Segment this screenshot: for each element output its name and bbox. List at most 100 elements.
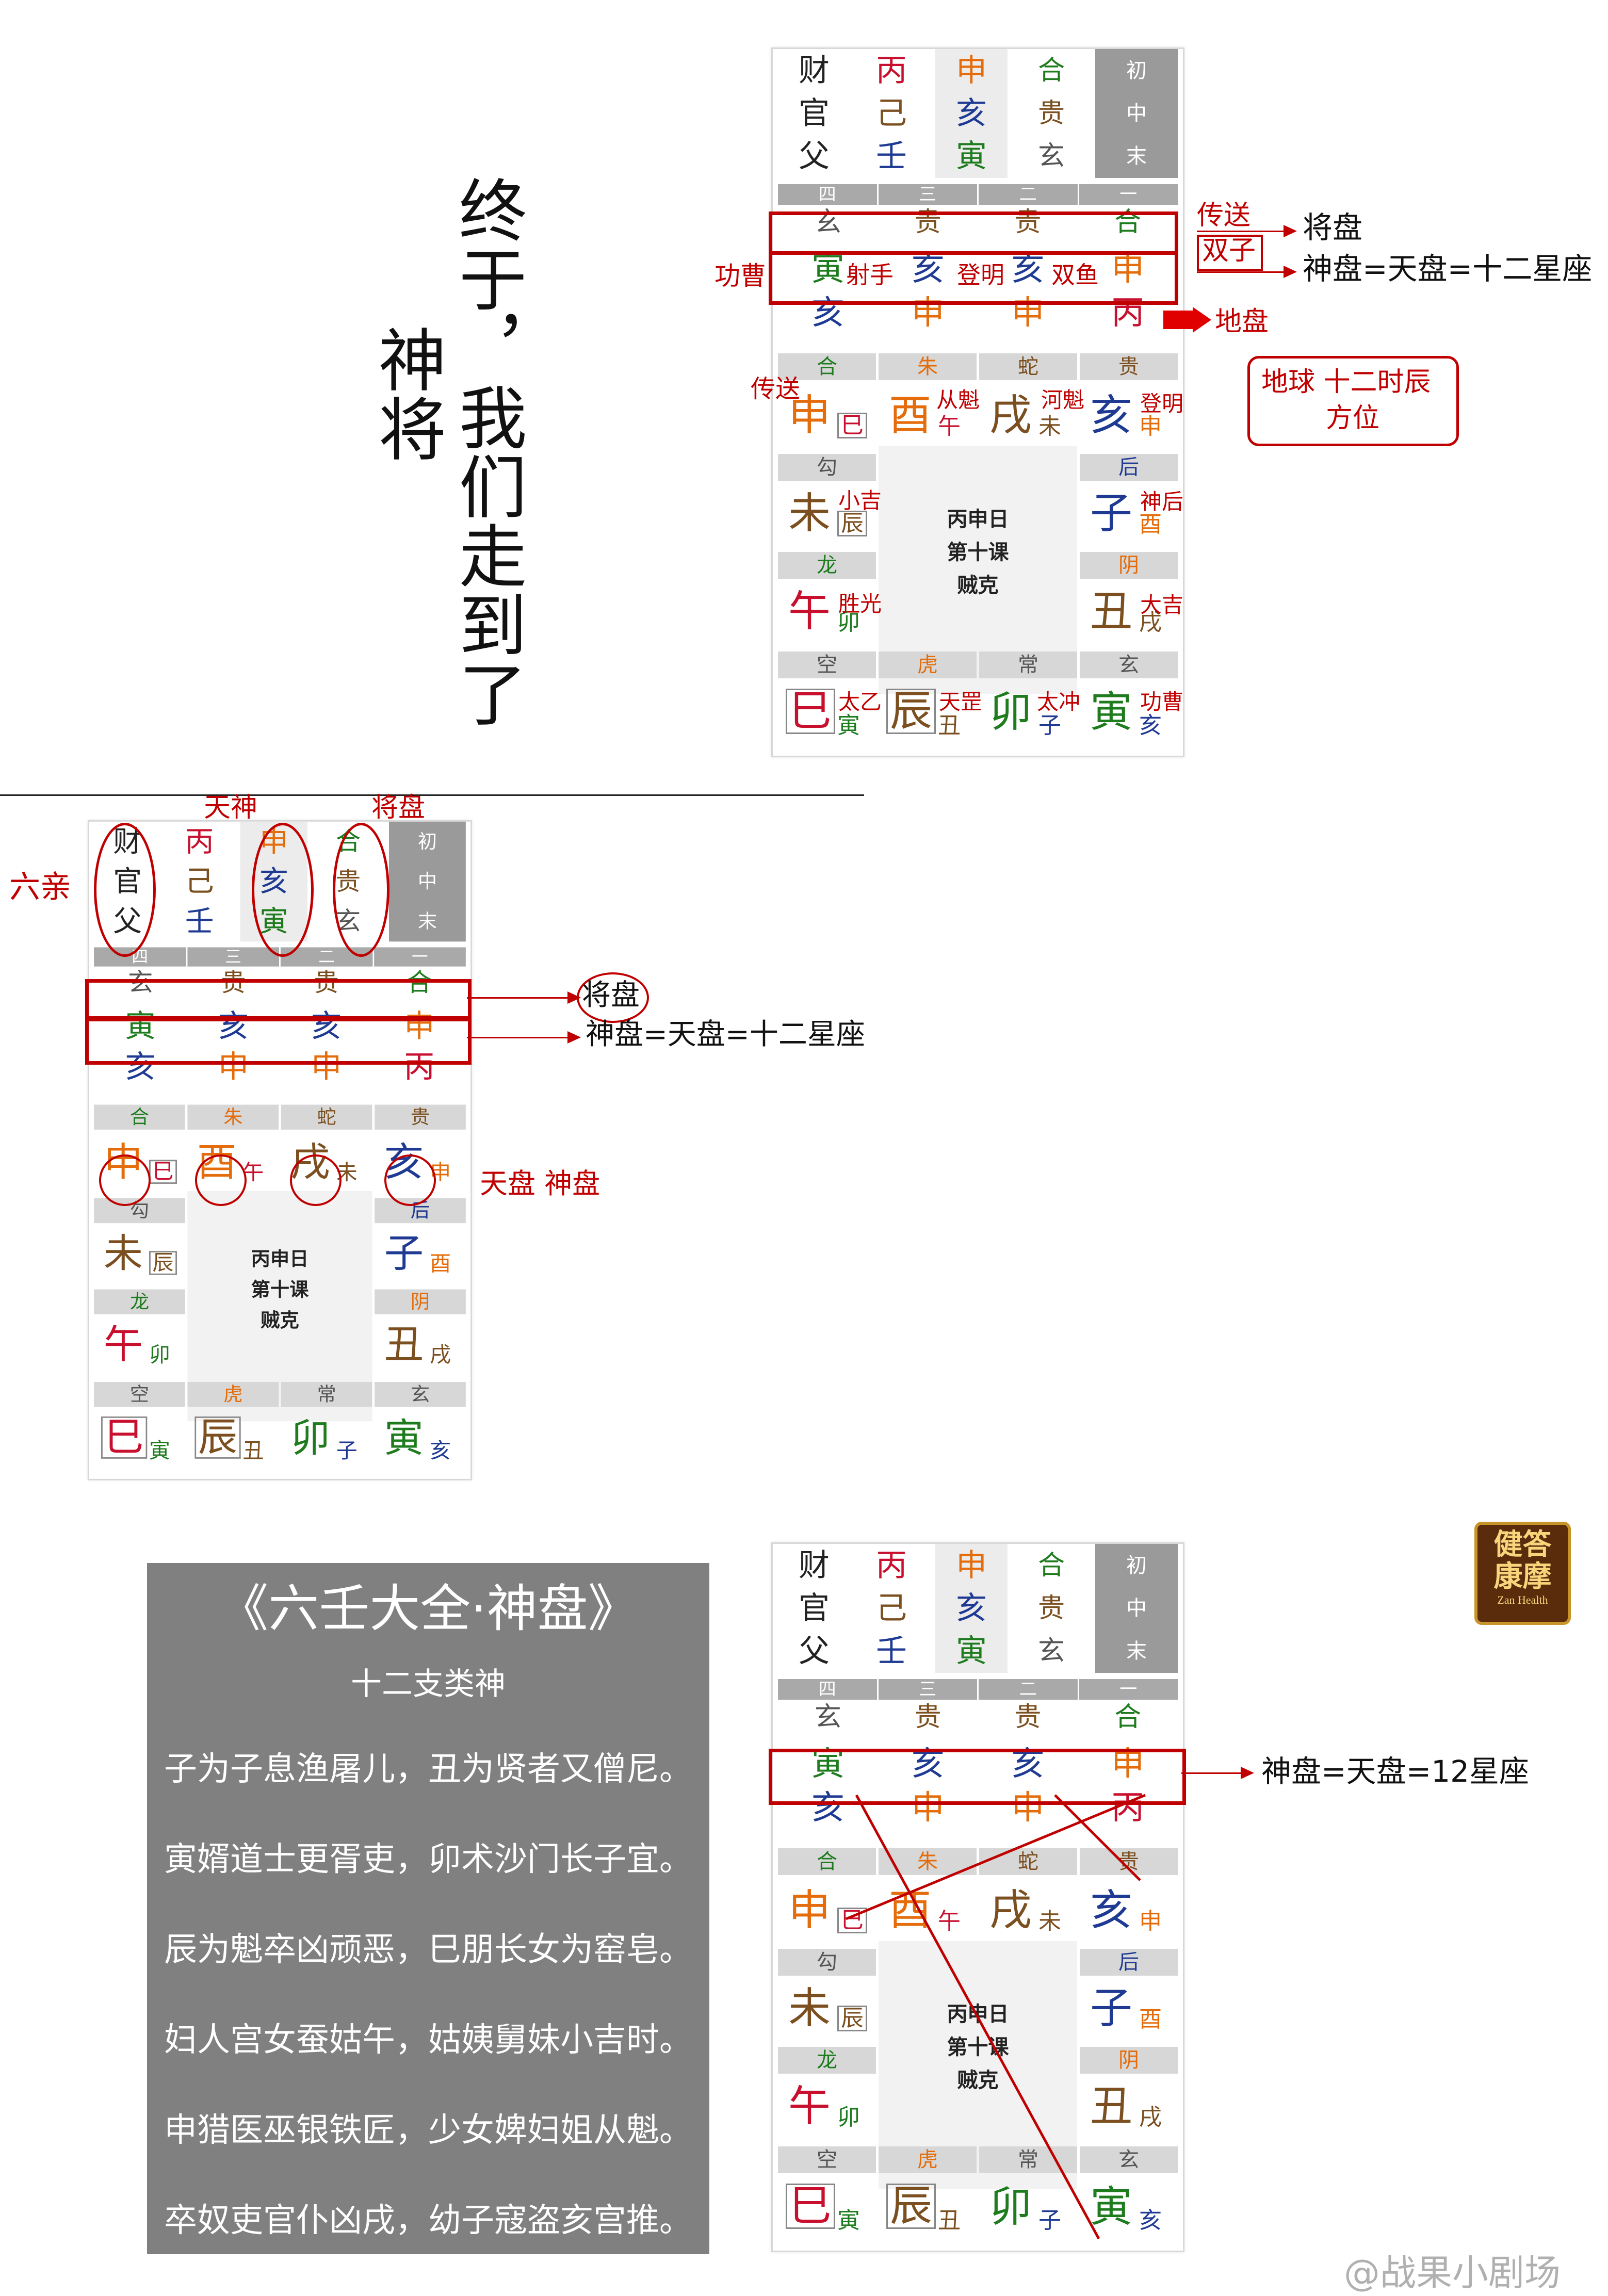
- label-shenpan-2: 神盘=天盘=十二星座: [586, 1018, 865, 1051]
- top-cell: 初: [417, 831, 437, 853]
- top-cell: 中: [1126, 101, 1147, 125]
- ring-hdr: 贵: [375, 1104, 466, 1130]
- top-col-stems: 丙 己 壬: [855, 49, 928, 178]
- ring-big: 午: [103, 1322, 143, 1368]
- top-cell: 申: [956, 52, 987, 89]
- row-cell: 丙: [403, 1049, 435, 1085]
- top-col-relatives: 财 官 父: [778, 49, 850, 178]
- ring-big: 寅: [1090, 688, 1133, 737]
- chart-board-1: 财 官 父 丙 己 壬 申 亥 寅 合 贵 玄 初 中 末 四 三 二 一 玄 …: [771, 47, 1184, 757]
- book-subtitle: 十二支类神: [351, 1666, 506, 1702]
- book-line: 子为子息渔屠儿，丑为贤者又僧尼。: [164, 1750, 692, 1788]
- label-tianpan-shenpan: 天盘 神盘: [480, 1167, 600, 1200]
- ring-big: 丑: [384, 1322, 424, 1368]
- center-line: 贼克: [261, 1309, 299, 1332]
- lesson-row-lower: 亥 申 申 丙: [94, 1052, 466, 1090]
- ring-hdr: 玄: [375, 1382, 466, 1407]
- separator-line: [0, 794, 864, 796]
- ring-hdr: 后: [1080, 454, 1178, 481]
- row-cell: 亥: [911, 250, 945, 288]
- ring-small: 卯: [837, 2104, 860, 2130]
- ring-small: 戌: [430, 1342, 451, 1367]
- annot-sheshou: 射手: [846, 261, 894, 289]
- oval-branches: [252, 823, 314, 957]
- ring-small: 辰: [149, 1251, 177, 1275]
- label-chuansong: 传送: [1197, 200, 1251, 231]
- book-title: 《六壬大全·神盘》: [218, 1579, 639, 1638]
- ring-small: 午: [938, 413, 961, 439]
- annot-shuangyu: 双鱼: [1051, 261, 1099, 289]
- ring-small: 申: [1139, 1908, 1162, 1934]
- strip-cell: 二: [979, 1679, 1079, 1700]
- ring-big: 子: [1090, 489, 1133, 538]
- ring-big: 申: [788, 391, 831, 440]
- ring-circle: [99, 1154, 151, 1206]
- ring-annot: 小吉: [838, 488, 882, 513]
- arrow-to-dipan: [1163, 311, 1194, 329]
- row-cell: 申: [911, 1789, 945, 1827]
- strip-cell: 二: [979, 184, 1079, 205]
- top-col-generals: 合 贵 玄: [1015, 1544, 1087, 1673]
- ring-small: 丑: [242, 1438, 264, 1463]
- top-col-stems: 丙 己 壬: [855, 1544, 928, 1673]
- ring-small: 卯: [837, 609, 860, 636]
- ring-hdr: 贵: [1080, 353, 1178, 380]
- book-panel: 《六壬大全·神盘》 十二支类神 子为子息渔屠儿，丑为贤者又僧尼。 寅婿道士更胥吏…: [147, 1563, 709, 2254]
- strip-cell: 一: [1119, 184, 1138, 205]
- ring-small: 未: [1038, 413, 1061, 439]
- top-cell: 末: [417, 910, 437, 933]
- book-line: 卒奴吏官仆凶戌，幼子寇盗亥宫推。: [164, 2202, 692, 2240]
- ring-hdr: 后: [1080, 1949, 1178, 1976]
- ring-big: 寅: [1090, 2183, 1133, 2232]
- row-cell: 玄: [127, 968, 153, 998]
- ring-big: 亥: [1090, 391, 1133, 440]
- earth-box: [1247, 356, 1459, 446]
- ring-hdr: 玄: [1080, 2146, 1178, 2173]
- label-shenpan: 神盘=天盘=十二星座: [1303, 251, 1593, 286]
- row-cell: 亥: [1011, 1745, 1045, 1783]
- strip-cell: 一: [1119, 1679, 1138, 1700]
- top-cell: 贵: [1037, 1592, 1065, 1624]
- row-cell: 贵: [221, 968, 246, 998]
- top-cell: 申: [956, 1547, 987, 1584]
- ring-hdr: 龙: [778, 552, 876, 579]
- top-cell: 财: [799, 52, 830, 89]
- shuangzi-box: [1197, 235, 1263, 271]
- row-cell: 亥: [911, 1745, 945, 1783]
- ring-hdr: 阴: [375, 1289, 466, 1314]
- label-liuqin: 六亲: [9, 869, 71, 905]
- lesson-row-upper: 寅 亥 亥 申: [778, 253, 1178, 294]
- top-cell: 己: [185, 865, 214, 899]
- annot-dengming: 登明: [957, 261, 1004, 289]
- ring-big: 戌: [989, 391, 1032, 440]
- ring-small: 午: [938, 1908, 961, 1934]
- arrow-head: [1284, 266, 1297, 278]
- ring-small: 卯: [149, 1342, 170, 1367]
- ring-annot: 功曹: [1140, 689, 1184, 714]
- ring-annot: 太冲: [1037, 689, 1081, 714]
- row-cell: 合: [407, 968, 432, 998]
- label-earth: 地球 十二时辰: [1261, 367, 1431, 398]
- ring-big: 未: [788, 1984, 831, 2033]
- ring-big: 巳: [786, 2184, 835, 2229]
- row-cell: 贵: [1014, 1702, 1042, 1733]
- label-gongcao: 功曹: [714, 261, 766, 291]
- top-col-stages: 初 中 末: [389, 821, 466, 942]
- ring-small: 申: [1139, 413, 1162, 439]
- upper-row-box-3: [769, 1749, 1186, 1805]
- center-line: 丙申日: [251, 1248, 309, 1271]
- top-cell: 寅: [956, 138, 987, 175]
- ring-hdr: 玄: [1080, 652, 1178, 678]
- top-col-relatives: 财 官 父: [778, 1544, 850, 1673]
- ring-hdr: 蛇: [979, 353, 1077, 380]
- arrow-line: [1181, 1772, 1243, 1774]
- ring-hdr: 阴: [1080, 2047, 1178, 2074]
- oval-generals: [333, 823, 389, 957]
- center-line: 贼克: [957, 2069, 999, 2092]
- ring-hdr: 朱: [187, 1104, 279, 1130]
- top-cell: 寅: [956, 1633, 987, 1670]
- ring-hdr: 空: [778, 652, 876, 678]
- ring-big: 酉: [889, 391, 932, 440]
- ring-small: 丑: [938, 712, 961, 739]
